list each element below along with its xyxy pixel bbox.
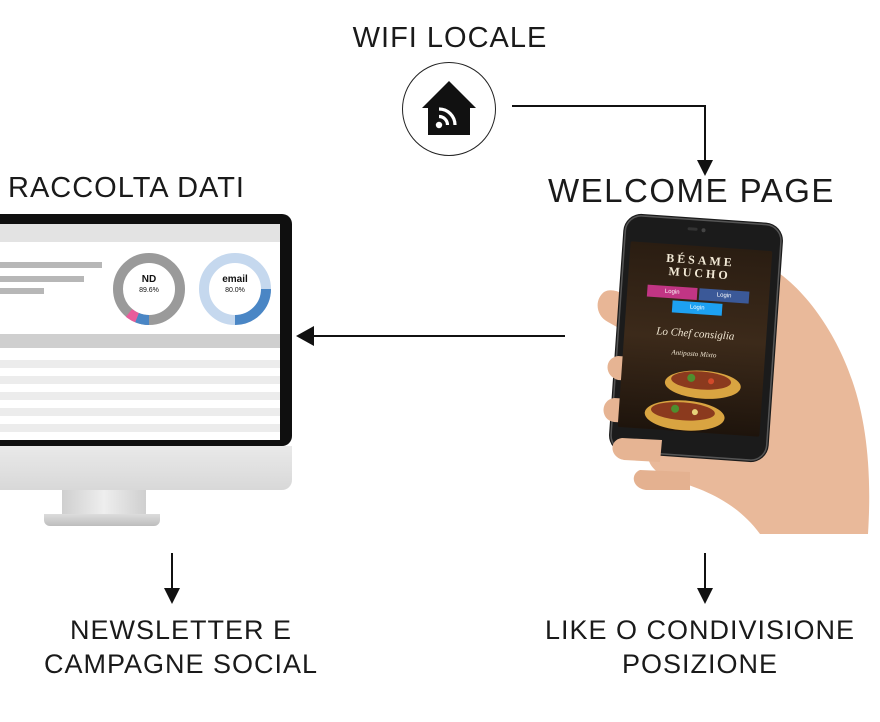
instagram-login-button[interactable]: Login (646, 284, 698, 301)
donut-nd-value: 89.6% (139, 287, 159, 294)
welcome-page-label: WELCOME PAGE (548, 172, 835, 209)
dashboard-table-header (0, 334, 280, 348)
table-row (0, 360, 280, 368)
donut-nd-label: ND (141, 274, 157, 285)
like-label-line2: POSIZIONE (621, 649, 779, 679)
phone-chef-text: Lo Chef consiglia (655, 325, 735, 343)
monitor: ND 89.6% email 80.0% (0, 214, 300, 534)
wifi-circle (402, 62, 496, 156)
wifi-locale-label: WIFI LOCALE (352, 22, 548, 54)
table-row (0, 408, 280, 416)
twitter-login-button[interactable]: Login (671, 300, 723, 316)
donut-nd (113, 253, 185, 326)
dashboard-bar-2 (0, 276, 84, 282)
monitor-stand-foot (44, 514, 160, 526)
dashboard-top-bar (0, 224, 280, 242)
facebook-login-button[interactable]: Login (698, 288, 750, 304)
wifi-house-icon (421, 80, 476, 135)
monitor-stand-neck (62, 490, 146, 516)
raccolta-dati-label: RACCOLTA DATI (8, 172, 245, 204)
dashboard-bar-1 (0, 262, 102, 268)
newsletter-label-line1: NEWSLETTER E (69, 615, 293, 645)
donut-email-label: email (222, 274, 248, 285)
dashboard-bar-3 (0, 288, 44, 294)
donut-email (199, 253, 271, 325)
taco-image (644, 370, 741, 431)
newsletter-label: NEWSLETTER E CAMPAGNE SOCIAL (0, 613, 362, 681)
monitor-chin (0, 446, 292, 490)
table-row (0, 424, 280, 432)
donut-email-value: 80.0% (225, 287, 245, 294)
newsletter-label-line2: CAMPAGNE SOCIAL (43, 649, 319, 679)
table-row (0, 376, 280, 384)
table-row (0, 392, 280, 400)
hand-finger-4 (633, 470, 690, 490)
hand-finger-3 (612, 438, 662, 462)
monitor-screen: ND 89.6% email 80.0% (0, 224, 280, 440)
like-label-line1: LIKE O CONDIVISIONE (544, 615, 856, 645)
phone-screen: BÉSAME MUCHO Login Login Login Lo Chef c… (617, 241, 773, 437)
like-label: LIKE O CONDIVISIONE POSIZIONE (520, 613, 880, 681)
